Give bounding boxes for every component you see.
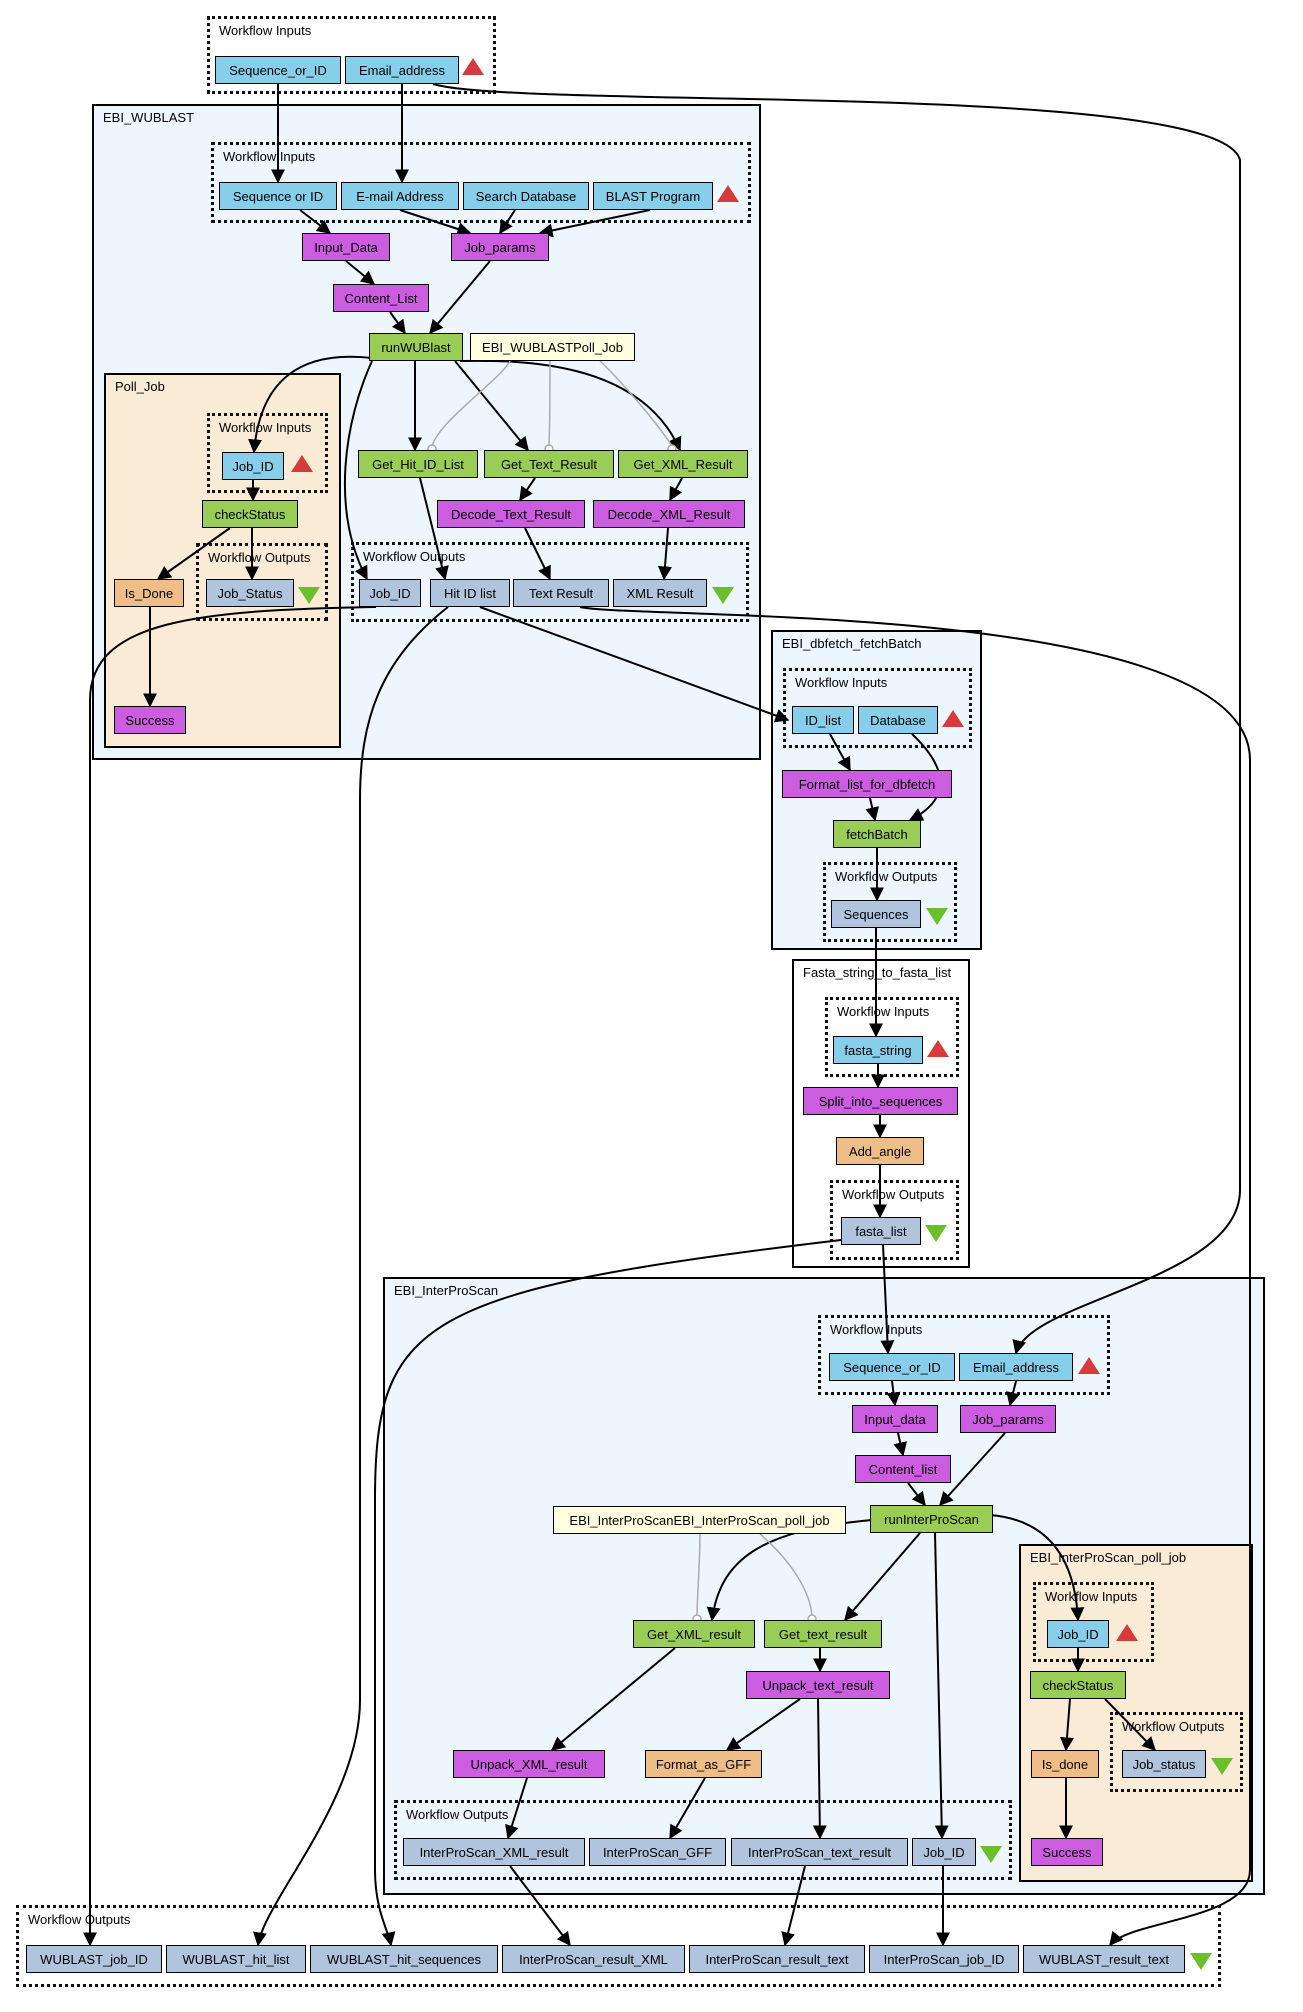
wublast-blast-program-input[interactable]: BLAST Program <box>593 182 713 210</box>
input-data-processor[interactable]: Input_Data <box>302 233 390 261</box>
wublast-job-id-final-output[interactable]: WUBLAST_job_ID <box>26 1945 162 1973</box>
interproscan-email-address-input[interactable]: Email_address <box>959 1353 1073 1381</box>
interproscan-result-xml-final-output[interactable]: InterProScan_result_XML <box>502 1945 685 1973</box>
input-marker-icon <box>1078 1357 1100 1374</box>
interproscan-get-text-result-service[interactable]: Get_text_result <box>764 1620 882 1648</box>
cluster-label: EBI_WUBLAST <box>103 110 195 125</box>
cluster-label: Workflow Outputs <box>406 1807 509 1822</box>
split-into-sequences-processor[interactable]: Split_into_sequences <box>803 1087 958 1115</box>
interproscan-success-processor[interactable]: Success <box>1031 1838 1103 1866</box>
poll-job-id-input[interactable]: Job_ID <box>222 452 284 480</box>
output-marker-icon <box>926 908 948 925</box>
cluster-label: Workflow Inputs <box>837 1004 930 1019</box>
cluster-label: EBI_dbfetch_fetchBatch <box>782 636 922 651</box>
cluster-label: EBI_InterProScan_poll_job <box>1030 1550 1187 1565</box>
interproscan-content-list-processor[interactable]: Content_list <box>855 1455 951 1483</box>
input-marker-icon <box>1116 1624 1138 1641</box>
unpack-text-result-processor[interactable]: Unpack_text_result <box>746 1671 890 1699</box>
run-wublast-service[interactable]: runWUBlast <box>369 333 463 361</box>
interproscan-gff-output[interactable]: InterProScan_GFF <box>589 1838 726 1866</box>
wublast-poll-job-nested[interactable]: EBI_WUBLASTPoll_Job <box>470 333 635 361</box>
input-marker-icon <box>291 455 313 472</box>
fasta-string-input[interactable]: fasta_string <box>833 1036 923 1064</box>
dbfetch-database-input[interactable]: Database <box>858 706 938 734</box>
cluster-label: Workflow Inputs <box>830 1322 923 1337</box>
output-marker-icon <box>925 1225 947 1242</box>
output-marker-icon <box>980 1846 1002 1863</box>
cluster-label: Workflow Outputs <box>208 550 311 565</box>
interproscan-job-id-final-output[interactable]: InterProScan_job_ID <box>869 1945 1019 1973</box>
fetch-batch-service[interactable]: fetchBatch <box>833 820 921 848</box>
interproscan-result-text-final-output[interactable]: InterProScan_result_text <box>689 1945 865 1973</box>
input-marker-icon <box>927 1040 949 1057</box>
output-marker-icon <box>712 587 734 604</box>
poll-success-processor[interactable]: Success <box>114 706 186 734</box>
decode-text-result-processor[interactable]: Decode_Text_Result <box>437 500 585 528</box>
content-list-processor[interactable]: Content_List <box>333 284 429 312</box>
output-marker-icon <box>298 587 320 604</box>
format-list-for-dbfetch-processor[interactable]: Format_list_for_dbfetch <box>782 770 952 798</box>
input-marker-icon <box>942 710 964 727</box>
interproscan-sequence-or-id-input[interactable]: Sequence_or_ID <box>829 1353 955 1381</box>
dbfetch-sequences-output[interactable]: Sequences <box>831 900 921 928</box>
job-params-processor[interactable]: Job_params <box>451 233 549 261</box>
cluster-label: Workflow Outputs <box>363 549 466 564</box>
cluster-label: Workflow Outputs <box>842 1187 945 1202</box>
add-angle-logic[interactable]: Add_angle <box>836 1137 924 1165</box>
output-marker-icon <box>1190 1953 1212 1970</box>
wublast-job-id-output[interactable]: Job_ID <box>359 579 421 607</box>
edge <box>83 606 377 1947</box>
run-interproscan-service[interactable]: runInterProScan <box>870 1505 993 1533</box>
wublast-hit-list-final-output[interactable]: WUBLAST_hit_list <box>166 1945 306 1973</box>
poll-is-done-logic[interactable]: Is_Done <box>114 579 184 607</box>
interproscan-job-params-processor[interactable]: Job_params <box>960 1405 1056 1433</box>
cluster-label: Workflow Inputs <box>219 420 312 435</box>
top-inputs-cluster: Workflow Inputs <box>207 16 496 94</box>
get-xml-result-service[interactable]: Get_XML_Result <box>618 450 748 478</box>
cluster-label: Fasta_string_to_fasta_list <box>803 965 952 980</box>
poll-check-status-service[interactable]: checkStatus <box>202 500 298 528</box>
interproscan-check-status-service[interactable]: checkStatus <box>1030 1671 1126 1699</box>
wublast-sequence-or-id-input[interactable]: Sequence or ID <box>219 182 337 210</box>
interproscan-poll-job-nested[interactable]: EBI_InterProScanEBI_InterProScan_poll_jo… <box>553 1506 846 1534</box>
poll-job-status-output[interactable]: Job_Status <box>206 579 294 607</box>
interproscan-text-result-output[interactable]: InterProScan_text_result <box>731 1838 908 1866</box>
interproscan-xml-result-output[interactable]: InterProScan_XML_result <box>403 1838 585 1866</box>
wublast-hit-sequences-final-output[interactable]: WUBLAST_hit_sequences <box>310 1945 498 1973</box>
dbfetch-id-list-input[interactable]: ID_list <box>792 706 854 734</box>
input-marker-icon <box>717 185 739 202</box>
wublast-text-result-output[interactable]: Text Result <box>513 579 609 607</box>
interproscan-job-status-output[interactable]: Job_status <box>1122 1750 1206 1778</box>
cluster-label: Workflow Inputs <box>223 149 316 164</box>
unpack-xml-result-processor[interactable]: Unpack_XML_result <box>453 1750 605 1778</box>
wublast-hit-id-list-output[interactable]: Hit ID list <box>430 579 510 607</box>
cluster-label: Workflow Outputs <box>28 1912 131 1927</box>
interproscan-poll-job-id-input[interactable]: Job_ID <box>1047 1620 1109 1648</box>
wublast-result-text-final-output[interactable]: WUBLAST_result_text <box>1023 1945 1185 1973</box>
format-as-gff-logic[interactable]: Format_as_GFF <box>645 1750 762 1778</box>
interproscan-input-data-processor[interactable]: Input_data <box>852 1405 938 1433</box>
cluster-label: EBI_InterProScan <box>394 1283 499 1298</box>
fasta-list-output[interactable]: fasta_list <box>841 1217 921 1245</box>
output-marker-icon <box>1211 1758 1233 1775</box>
sequence-or-id-input[interactable]: Sequence_or_ID <box>215 56 341 84</box>
get-hit-id-list-service[interactable]: Get_Hit_ID_List <box>358 450 478 478</box>
interproscan-get-xml-result-service[interactable]: Get_XML_result <box>633 1620 755 1648</box>
email-address-input[interactable]: Email_address <box>345 56 459 84</box>
cluster-label: Workflow Inputs <box>795 675 888 690</box>
interproscan-job-id-output[interactable]: Job_ID <box>912 1838 976 1866</box>
input-marker-icon <box>462 58 484 75</box>
decode-xml-result-processor[interactable]: Decode_XML_Result <box>593 500 745 528</box>
get-text-result-service[interactable]: Get_Text_Result <box>484 450 614 478</box>
interproscan-is-done-logic[interactable]: Is_done <box>1031 1750 1099 1778</box>
cluster-label: Workflow Outputs <box>835 869 938 884</box>
wublast-search-database-input[interactable]: Search Database <box>463 182 589 210</box>
cluster-label: Poll_Job <box>115 379 165 394</box>
wublast-email-address-input[interactable]: E-mail Address <box>341 182 459 210</box>
wublast-xml-result-output[interactable]: XML Result <box>613 579 707 607</box>
cluster-label: Workflow Inputs <box>219 23 312 38</box>
cluster-label: Workflow Outputs <box>1122 1719 1225 1734</box>
cluster-label: Workflow Inputs <box>1045 1589 1138 1604</box>
